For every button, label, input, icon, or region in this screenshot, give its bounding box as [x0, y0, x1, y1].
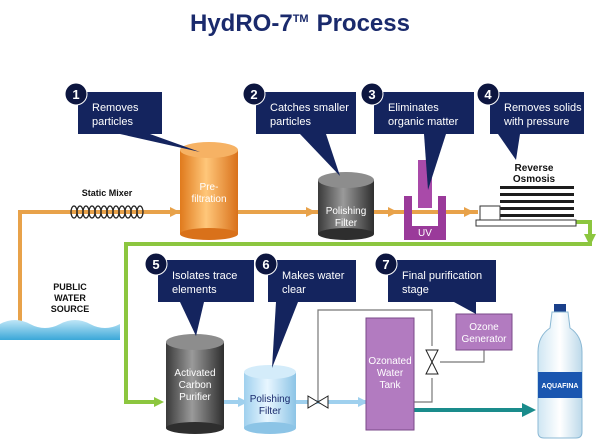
callout-2-line1: Catches smaller — [270, 102, 349, 114]
polishing-2-label-2: Filter — [259, 406, 282, 417]
thin-ozone — [440, 350, 485, 363]
static-mixer: Static Mixer — [70, 188, 144, 219]
reverse-osmosis-unit: Reverse Osmosis — [475, 163, 577, 227]
callout-3-line1: Eliminates — [388, 102, 439, 114]
callout-5-line2: elements — [172, 284, 217, 296]
green-pipe — [124, 220, 592, 404]
callout-7-line2: stage — [402, 284, 429, 296]
polishing-filter-2: Polishing Filter — [244, 365, 296, 434]
title-suffix: Process — [316, 10, 410, 37]
carbon-label-1: Activated — [174, 368, 215, 379]
callout-2-line2: particles — [270, 116, 311, 128]
polishing-1-label-2: Filter — [335, 218, 358, 229]
callout-6-line1: Makes water — [282, 270, 345, 282]
prefiltration-tank: Pre- filtration — [180, 142, 238, 240]
carbon-label-3: Purifier — [179, 392, 211, 403]
tank-label-1: Ozonated — [368, 356, 411, 367]
water-waves — [0, 320, 120, 340]
tank-label-2: Water — [377, 368, 404, 379]
title-trademark: TM — [292, 13, 309, 25]
callout-7-number: 7 — [382, 257, 389, 272]
ozone-generator: Ozone Generator — [455, 313, 513, 351]
callout-6: 6 Makes water clear — [254, 252, 356, 368]
source-label-1: PUBLIC — [53, 282, 87, 292]
callout-2: 2 Catches smaller particles — [242, 82, 356, 176]
callout-4-line1: Removes solids — [504, 102, 582, 114]
prefiltration-label-2: filtration — [191, 194, 226, 205]
polishing-2-label-1: Polishing — [250, 394, 291, 405]
page-title: HydRO-7TM Process — [0, 10, 600, 38]
title-text: HydRO-7 — [190, 10, 293, 37]
mixer-coil — [70, 205, 144, 219]
callout-5-line1: Isolates trace — [172, 270, 237, 282]
callout-3-line2: organic matter — [388, 116, 459, 128]
ozone-label-2: Generator — [461, 334, 507, 345]
callout-7-line1: Final purification — [402, 270, 482, 282]
arrow-into-polishing-2 — [238, 397, 248, 407]
thin-loop — [317, 309, 433, 402]
source-label-2: WATER — [54, 293, 86, 303]
callout-1-line2: particles — [92, 116, 133, 128]
arrow-to-bottle — [522, 403, 536, 417]
activated-carbon-purifier: Activated Carbon Purifier — [166, 334, 224, 434]
callout-4-number: 4 — [484, 87, 492, 102]
arrow-green-down — [584, 234, 596, 246]
arrow-into-uv — [388, 207, 398, 217]
arrow-into-tank — [358, 397, 368, 407]
ro-label-2: Osmosis — [513, 174, 556, 185]
callout-7: 7 Final purification stage — [374, 252, 496, 314]
arrow-into-polishing-1 — [306, 207, 316, 217]
callout-6-line2: clear — [282, 284, 306, 296]
polishing-filter-1: Polishing Filter — [318, 172, 374, 240]
callout-1: 1 Removes particles — [64, 82, 200, 152]
water-bottle: AQUAFINA — [537, 304, 583, 439]
prefiltration-label-1: Pre- — [200, 182, 219, 193]
callout-4: 4 Removes solids with pressure — [476, 82, 584, 160]
bottle-brand: AQUAFINA — [542, 383, 579, 390]
thin-loop-2 — [412, 378, 433, 403]
callout-5-number: 5 — [152, 257, 159, 272]
source-label-3: SOURCE — [51, 304, 90, 314]
tank-label-3: Tank — [379, 380, 401, 391]
ozone-label-1: Ozone — [469, 322, 499, 333]
water-source: PUBLIC WATER SOURCE — [0, 282, 120, 340]
callout-2-number: 2 — [250, 87, 257, 102]
pipes — [18, 207, 596, 417]
callout-6-number: 6 — [262, 257, 269, 272]
arrow-into-ro — [464, 207, 474, 217]
uv-label: UV — [418, 228, 432, 239]
callout-1-number: 1 — [72, 87, 79, 102]
carbon-label-2: Carbon — [179, 380, 212, 391]
callout-5: 5 Isolates trace elements — [144, 252, 254, 336]
ozonated-water-tank: Ozonated Water Tank — [365, 317, 415, 431]
callout-1-line1: Removes — [92, 102, 139, 114]
callout-4-line2: with pressure — [503, 116, 569, 128]
ro-label-1: Reverse — [515, 163, 554, 174]
arrow-into-prefilter — [170, 207, 180, 217]
valve-right — [425, 349, 439, 375]
static-mixer-label: Static Mixer — [82, 188, 133, 198]
callout-3-number: 3 — [368, 87, 375, 102]
polishing-1-label-1: Polishing — [326, 206, 367, 217]
valve-bottom — [307, 395, 329, 409]
arrow-into-carbon — [154, 397, 164, 407]
uv-unit: UV — [404, 160, 446, 240]
callout-3: 3 Eliminates organic matter — [360, 82, 474, 190]
